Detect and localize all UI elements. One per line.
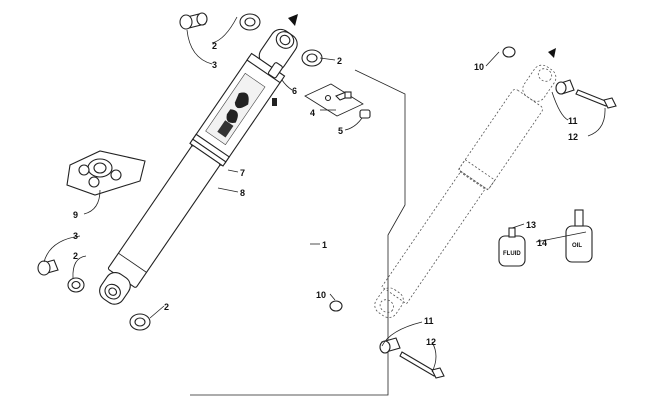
callout-4: 4 [310, 108, 315, 118]
callout-3: 3 [212, 60, 217, 70]
left-shock-assembly [99, 28, 298, 305]
callout-12: 12 [426, 337, 436, 347]
callout-10: 10 [474, 62, 484, 72]
right-shock-assembly [374, 64, 557, 318]
callout-7: 7 [240, 168, 245, 178]
spacer-bottom-right [379, 337, 401, 354]
callout-13: 13 [526, 220, 536, 230]
callout-9: 9 [73, 210, 78, 220]
callout-6: 6 [292, 86, 297, 96]
callout-3: 3 [73, 231, 78, 241]
callout-2: 2 [73, 251, 78, 261]
top-seal-left [239, 13, 261, 31]
bottom-seal-left [67, 277, 85, 293]
assembly-bracket [190, 69, 406, 396]
callout-2: 2 [212, 41, 217, 51]
bottom-bushing-left [37, 259, 59, 276]
fluid-bottle-label: FLUID [503, 251, 521, 257]
right-arrow-icon [548, 48, 556, 58]
valve-parts [304, 83, 371, 119]
oil-bottle: OIL [565, 209, 593, 263]
top-bushing-left [179, 12, 208, 30]
callout-11: 11 [424, 316, 434, 326]
washer-bottom-right [329, 300, 343, 312]
callout-8: 8 [240, 188, 245, 198]
top-arrow-icon [288, 14, 298, 26]
bottom-seal-right [129, 313, 151, 331]
callout-11: 11 [568, 116, 578, 126]
callout-2: 2 [164, 302, 169, 312]
callout-5: 5 [338, 126, 343, 136]
fluid-bottle: FLUID [498, 227, 526, 267]
top-seal-right [301, 49, 323, 67]
callout-14: 14 [537, 238, 547, 248]
leader-lines [43, 16, 606, 373]
callout-10: 10 [316, 290, 326, 300]
washer-top-right [502, 46, 516, 58]
callout-2: 2 [337, 56, 342, 66]
callout-labels: 2 3 2 6 4 5 7 8 9 1 3 2 2 10 11 12 13 14… [73, 41, 578, 347]
bolt-bottom-right [399, 351, 445, 379]
bolt-top-right [575, 89, 617, 109]
callout-12: 12 [568, 132, 578, 142]
callout-1: 1 [322, 240, 327, 250]
spacer-top-right [555, 79, 575, 95]
oil-bottle-label: OIL [572, 243, 582, 249]
gasket-kit [66, 150, 146, 196]
